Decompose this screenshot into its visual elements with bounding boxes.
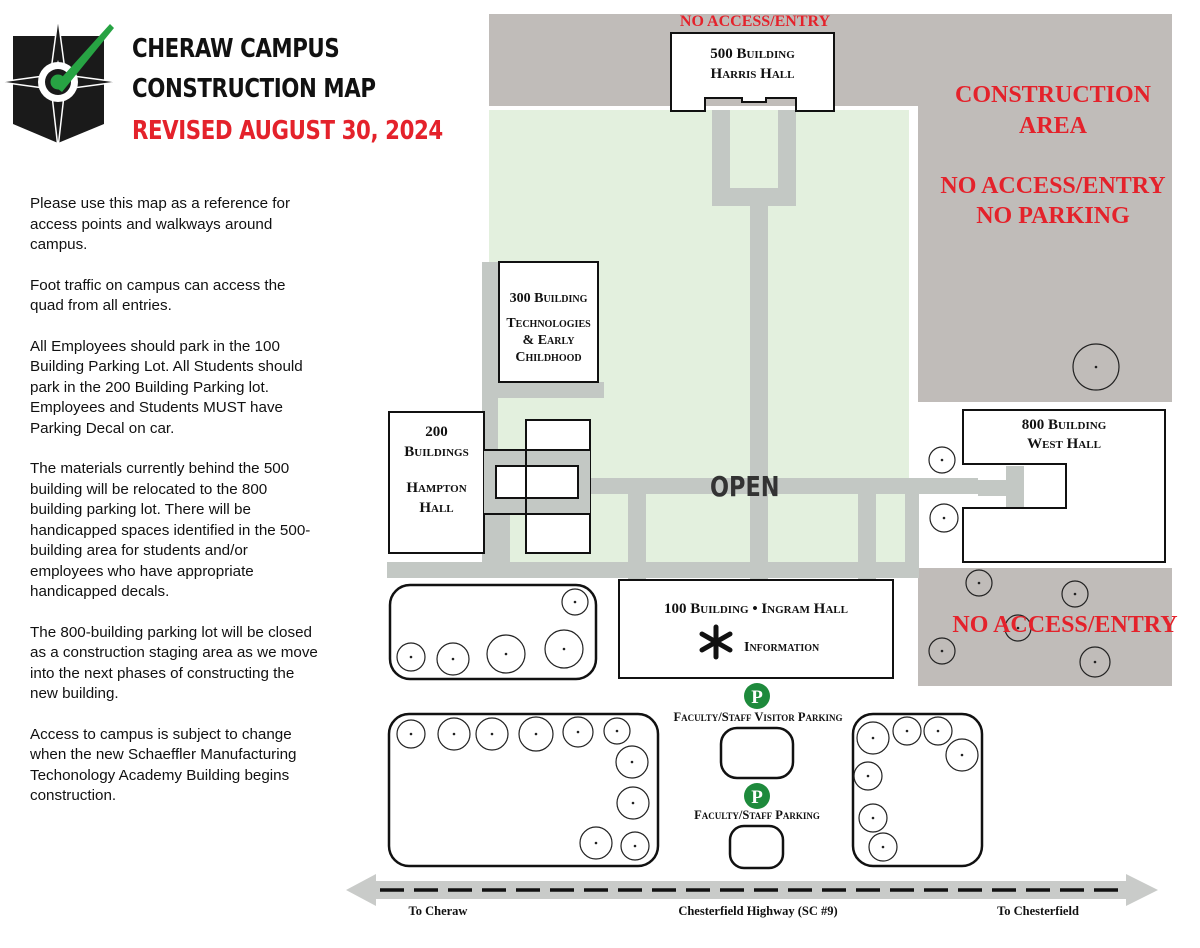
construction-area-label: CONSTRUCTION AREA [954,82,1152,139]
staff-parking-label: Faculty/Staff Parking [694,808,820,822]
visitor-parking-label: Faculty/Staff Visitor Parking [673,710,843,724]
parking-icon: P [744,683,770,709]
construction-no-access-label: NO ACCESS/ENTRY NO PARKING [940,173,1166,229]
description-panel: Please use this map as a reference for a… [30,194,318,807]
description-paragraph: The 800-building parking lot will be clo… [30,623,318,703]
description-paragraph: Please use this map as a reference for a… [30,195,291,253]
building-500-label: 500 Building Harris Hall [710,46,795,82]
building-300 [498,261,599,383]
bottom-right-no-access-label: NO ACCESS/ENTRY [952,612,1178,638]
map-title-line1: CHERAW CAMPUS [132,34,340,64]
information-asterisk-icon [699,624,733,660]
building-800-label: 800 Building West Hall [1021,417,1107,452]
building-800-west-hall [962,409,1166,563]
staff-parking-lot [728,824,785,870]
quad-open-label: OPEN [710,470,780,503]
parking-icon: P [744,783,770,809]
visitor-parking-lot [719,726,795,780]
parking-lot-left [387,712,660,868]
description-paragraph: Foot traffic on campus can access the qu… [30,276,286,315]
description-paragraph: The materials currently behind the 500 b… [30,460,311,600]
road-label-cheraw: To Cheraw [408,904,468,918]
landscape-island [388,583,598,681]
description-paragraph: All Employees should park in the 100 Bui… [30,337,303,437]
information-label: Information [744,640,820,655]
building-300-label: 300 Building Technologies & Early Childh… [506,291,591,365]
road-label-highway: Chesterfield Highway (SC #9) [678,904,838,918]
building-500-harris-hall [670,32,835,112]
road-label-chesterfield: To Chesterfield [997,904,1079,918]
construction-area-zone [918,106,1172,402]
description-paragraph: Access to campus is subject to change wh… [30,725,297,805]
building-100-ingram-hall [618,579,894,679]
top-no-access-label: NO ACCESS/ENTRY [679,13,831,30]
building-100-label: 100 Building • Ingram Hall [664,601,848,617]
svg-text:P: P [751,787,763,808]
revised-date: REVISED AUGUST 30, 2024 [132,116,443,146]
bottom-restricted-zone [918,568,1172,686]
svg-text:P: P [751,687,763,708]
building-200-hampton-hall [388,411,485,554]
parking-lot-right [851,712,984,868]
trees [396,343,1120,862]
building-200-label: 200 Buildings Hampton Hall [404,424,469,516]
highway-arrow [346,874,1158,906]
map-title-line2: CONSTRUCTION MAP [132,74,376,104]
